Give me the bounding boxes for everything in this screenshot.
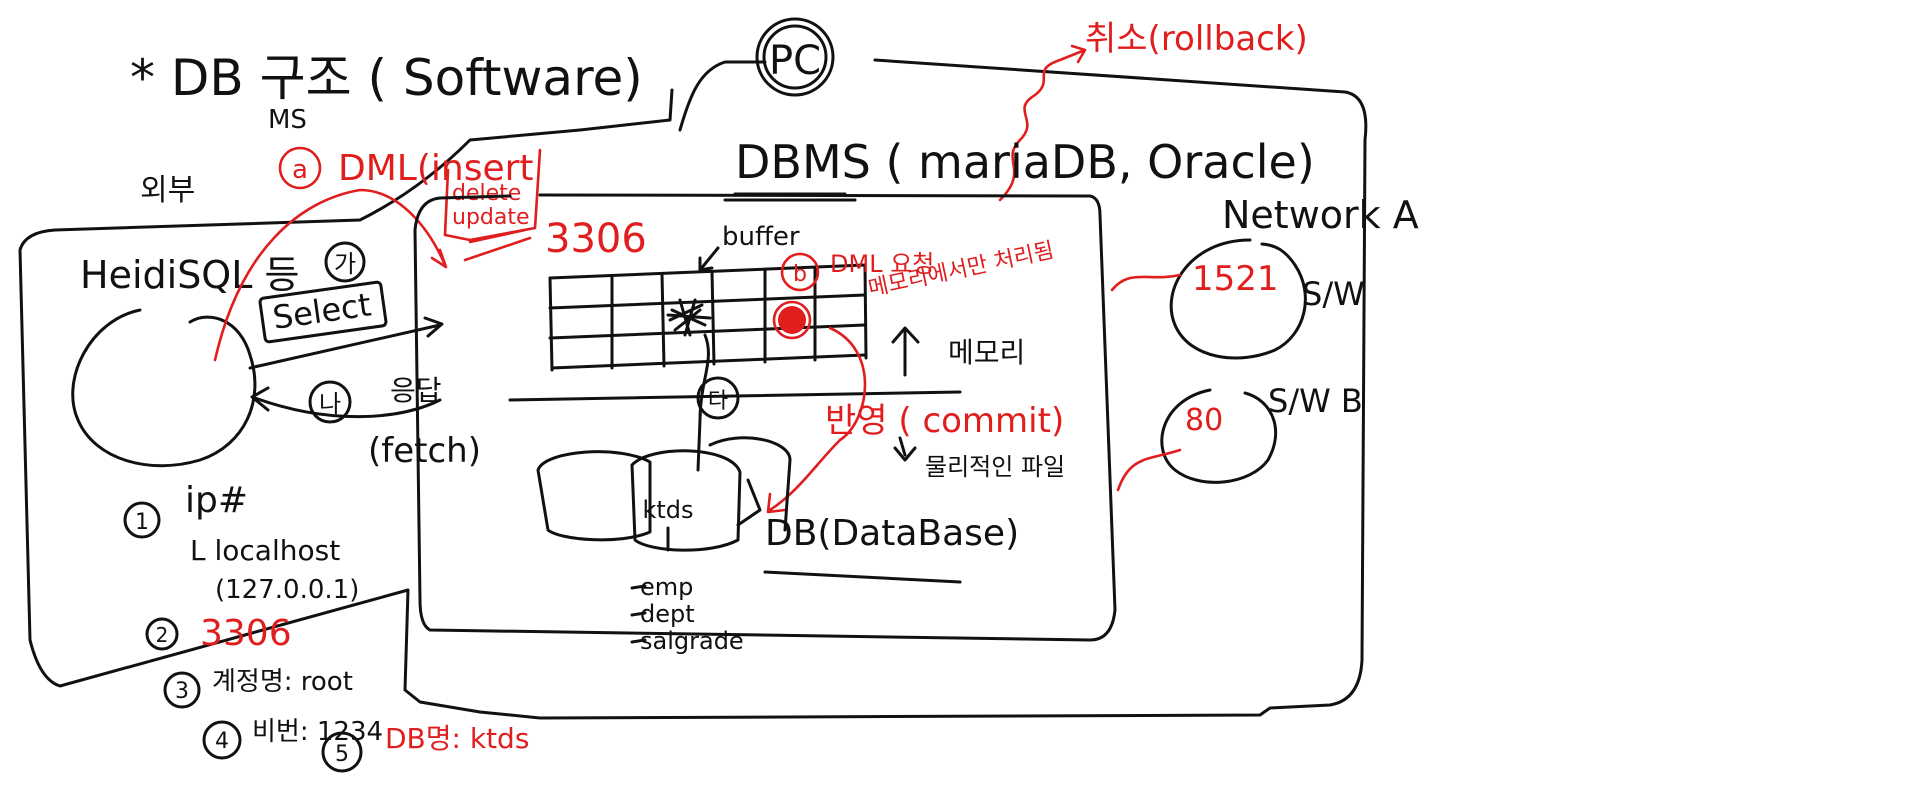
step-na-label: 나 bbox=[319, 390, 341, 418]
dml-line-delete: delete bbox=[452, 181, 521, 206]
pc-label: PC bbox=[769, 38, 821, 84]
step-ga-label: 가 bbox=[334, 250, 356, 278]
network-sw-b: S/W B bbox=[1268, 382, 1363, 420]
fetch-link bbox=[696, 333, 710, 472]
request-arrow bbox=[248, 316, 444, 370]
conn-num-1-circle bbox=[123, 501, 161, 539]
dml-arrow bbox=[213, 188, 448, 362]
client-circle bbox=[71, 308, 257, 468]
buffer-grid bbox=[548, 263, 868, 372]
dml-memory-line1: DML 요청 bbox=[830, 250, 934, 278]
conn-num-4-circle bbox=[202, 720, 242, 760]
physical-file-label: 물리적인 파일 bbox=[925, 453, 1065, 481]
step-da-label: 다 bbox=[708, 389, 728, 414]
physical-file-arrow bbox=[893, 436, 917, 462]
dml-line-update: update bbox=[452, 205, 530, 230]
commit-label: 반영 ( commit) bbox=[825, 401, 1064, 441]
conn-localhost: L localhost bbox=[190, 534, 340, 567]
rollback-label: 취소(rollback) bbox=[1085, 19, 1308, 59]
dml-memory-marker: b bbox=[793, 262, 807, 287]
dbms-label: DBMS ( mariaDB, Oracle) bbox=[735, 135, 1315, 189]
db-label: DB(DataBase) bbox=[765, 513, 1019, 554]
network-port-b-arrow bbox=[1116, 448, 1182, 492]
select-box bbox=[258, 280, 388, 344]
table-salgrade: salgrade bbox=[640, 627, 744, 655]
title-sub: MS bbox=[268, 105, 307, 135]
network-circle-a bbox=[1169, 238, 1307, 360]
conn-num-3: 3 bbox=[175, 679, 189, 704]
fetch-label: (fetch) bbox=[368, 431, 481, 471]
table-bullets bbox=[630, 584, 647, 644]
buffer-label: buffer bbox=[722, 222, 800, 252]
conn-dbname: DB명: ktds bbox=[385, 722, 529, 755]
conn-num-5: 5 bbox=[335, 742, 349, 767]
conn-ip: ip# bbox=[185, 480, 248, 521]
dml-memory-marker-circle bbox=[780, 252, 820, 292]
db-name: ktds bbox=[642, 496, 693, 524]
conn-num-3-circle bbox=[163, 671, 201, 709]
conn-num-4: 4 bbox=[215, 729, 229, 754]
step-ga-circle bbox=[324, 241, 366, 283]
network-sw-a: S/W bbox=[1302, 275, 1365, 313]
memory-label: 메모리 bbox=[948, 336, 1025, 369]
conn-num-2-circle bbox=[145, 617, 179, 651]
commit-arrow bbox=[766, 326, 867, 514]
conn-password-visible: 비번: 1234 bbox=[252, 717, 383, 747]
network-port-b: 80 bbox=[1185, 403, 1223, 438]
pc-frame-outline bbox=[18, 58, 1368, 720]
dml-label: DML(insert bbox=[338, 148, 534, 189]
port-main: 3306 bbox=[545, 216, 647, 262]
connection-info: 1 ip# L localhost (127.0.0.1) 2 3306 3 계… bbox=[123, 480, 529, 773]
port-main-arrow bbox=[463, 228, 532, 262]
dbms-tab bbox=[723, 192, 857, 202]
table-emp: emp bbox=[640, 573, 693, 601]
buffer-scribble bbox=[666, 298, 712, 337]
network-port-a: 1521 bbox=[1192, 259, 1279, 299]
dbms-box bbox=[413, 193, 1117, 642]
conn-loopback: (127.0.0.1) bbox=[215, 575, 359, 605]
network-circle-b bbox=[1160, 388, 1278, 484]
conn-num-1: 1 bbox=[135, 510, 149, 535]
buffer-arrow bbox=[698, 246, 720, 272]
memory-arrow bbox=[891, 326, 920, 377]
pc-circle-inner bbox=[762, 24, 828, 90]
buffer-red-cell bbox=[778, 306, 806, 334]
dml-marker: a bbox=[292, 155, 308, 185]
dml-bracket bbox=[443, 148, 542, 242]
conn-num-2: 2 bbox=[156, 623, 169, 647]
network-title: Network A bbox=[1222, 193, 1419, 237]
pc-circle bbox=[755, 17, 835, 97]
database-cylinders bbox=[536, 436, 792, 552]
conn-port: 3306 bbox=[200, 613, 292, 654]
rollback-arrow bbox=[998, 44, 1087, 202]
client-name: HeidiSQL 등 bbox=[80, 253, 299, 297]
response-arrow bbox=[250, 386, 442, 419]
outside-label: 외부 bbox=[140, 173, 195, 208]
step-na-circle bbox=[308, 380, 352, 424]
network-port-a-arrow bbox=[1110, 273, 1182, 292]
conn-account: 계정명: root bbox=[212, 667, 353, 697]
buffer-red-ring bbox=[772, 300, 812, 340]
dml-marker-circle bbox=[278, 146, 322, 190]
table-dept: dept bbox=[640, 600, 695, 628]
db-underline bbox=[763, 570, 962, 584]
memory-divider bbox=[508, 390, 962, 402]
conn-num-5-circle bbox=[321, 731, 363, 773]
diagram-title: * DB 구조 ( Software) bbox=[130, 49, 643, 107]
